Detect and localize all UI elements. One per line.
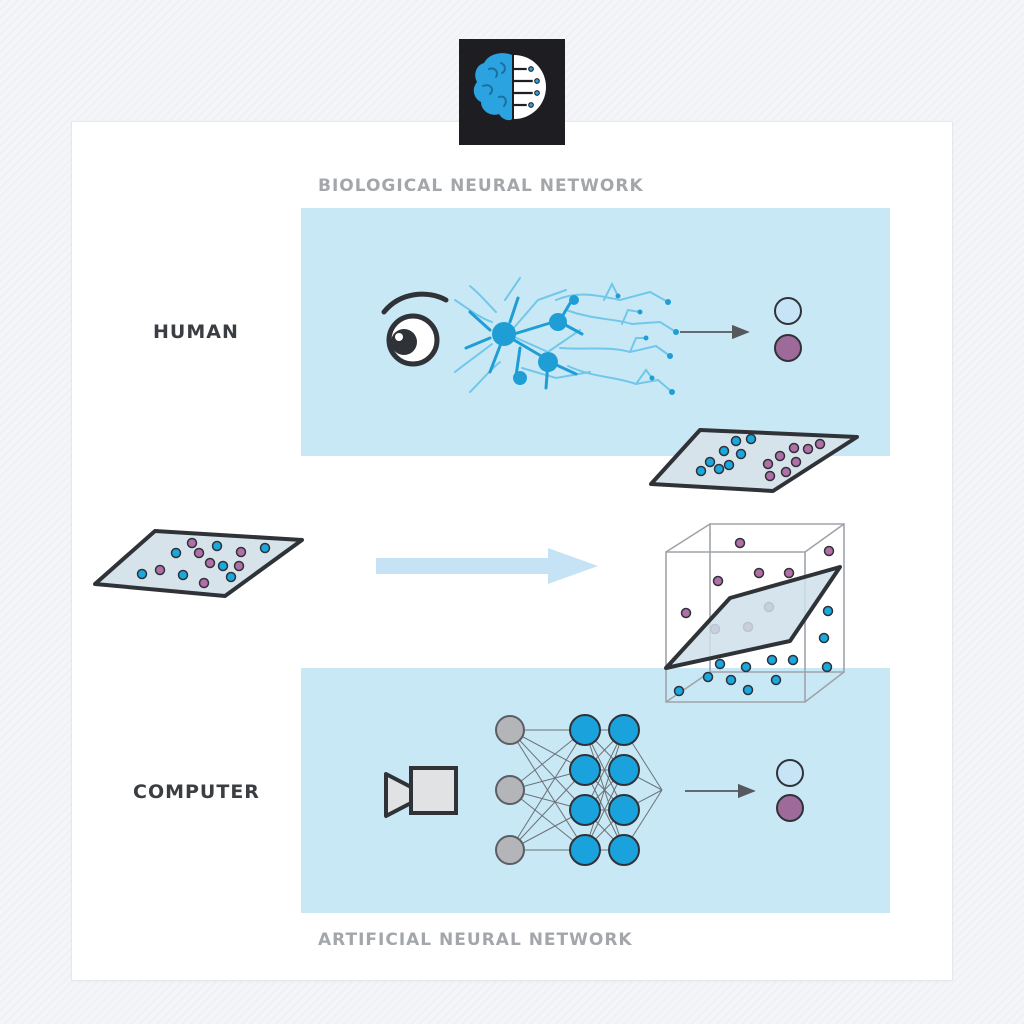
3d-cube-icon (664, 523, 845, 703)
human-output-b (774, 334, 802, 362)
separated-plane-icon (649, 428, 859, 493)
arrow-right-icon (376, 548, 598, 584)
human-label: HUMAN (153, 321, 239, 343)
neural-network-icon (495, 714, 663, 866)
brain-circuit-icon (459, 39, 565, 145)
human-output-a (774, 297, 802, 325)
computer-label: COMPUTER (133, 781, 260, 803)
computer-output-a (776, 759, 804, 787)
computer-output-b (776, 794, 804, 822)
neuron-cluster-icon (454, 277, 679, 395)
data-plane-icon (93, 529, 304, 598)
video-camera-icon (384, 766, 458, 818)
artificial-title: ARTIFICIAL NEURAL NETWORK (318, 930, 633, 950)
biological-title: BIOLOGICAL NEURAL NETWORK (318, 176, 644, 196)
eye-icon (381, 291, 449, 367)
